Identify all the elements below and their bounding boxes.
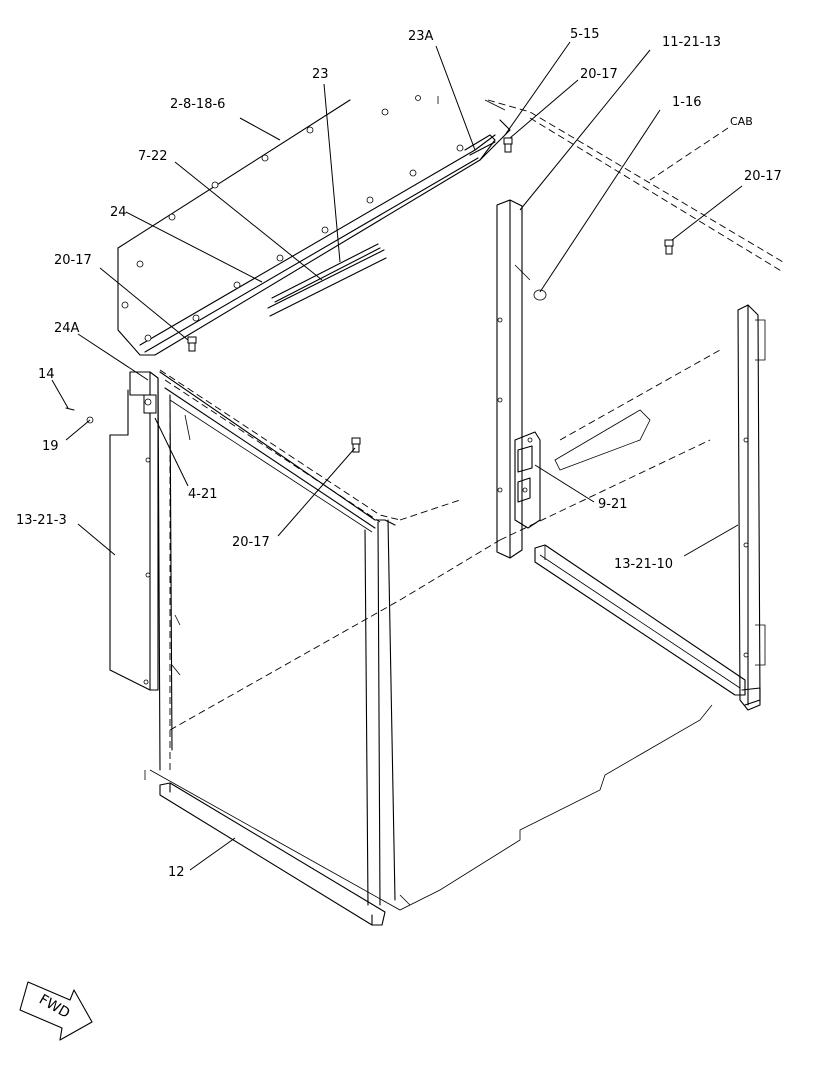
callout-20-17-top: 20-17 — [580, 67, 618, 82]
callout-13-21-10: 13-21-10 — [614, 557, 673, 572]
callout-2-8-18-6: 2-8-18-6 — [170, 97, 225, 112]
callout-24: 24 — [110, 205, 127, 220]
bolt-icon — [187, 336, 197, 352]
callout-5-15: 5-15 — [570, 27, 600, 42]
callout-19: 19 — [42, 439, 59, 454]
callout-13-21-3: 13-21-3 — [16, 513, 67, 528]
leader-lines — [51, 41, 743, 871]
callout-cab: CAB — [730, 115, 753, 128]
center-post — [496, 199, 547, 559]
callout-7-22: 7-22 — [138, 149, 168, 164]
callout-23: 23 — [312, 67, 329, 82]
sill-bar — [144, 770, 386, 926]
fasteners — [65, 137, 674, 453]
callout-20-17-right: 20-17 — [744, 169, 782, 184]
left-post — [109, 371, 159, 691]
callout-20-17-left: 20-17 — [54, 253, 92, 268]
seal-strip — [267, 243, 387, 317]
fwd-label: FWD — [36, 992, 72, 1022]
bolt-icon — [351, 437, 361, 453]
callout-9-21: 9-21 — [598, 497, 628, 512]
callout-12: 12 — [168, 865, 185, 880]
callout-1-16: 1-16 — [672, 95, 702, 110]
roof-panel — [117, 95, 511, 356]
front-window-frame — [157, 371, 396, 906]
callout-4-21: 4-21 — [188, 487, 218, 502]
callout-11-21-13: 11-21-13 — [662, 35, 721, 50]
fwd-arrow-icon: FWD — [19, 981, 93, 1041]
lower-rail — [534, 544, 746, 696]
bolt-icon — [664, 239, 674, 255]
rear-post — [737, 304, 766, 711]
callout-24a: 24A — [54, 321, 80, 336]
callout-labels: 2-8-18-6 23 23A 5-15 20-17 11-21-13 1-16… — [16, 27, 782, 880]
callout-20-17-mid: 20-17 — [232, 535, 270, 550]
callout-14: 14 — [38, 367, 55, 382]
cab-outline — [149, 99, 784, 911]
callout-23a: 23A — [408, 29, 434, 44]
bolt-icon — [503, 137, 513, 153]
